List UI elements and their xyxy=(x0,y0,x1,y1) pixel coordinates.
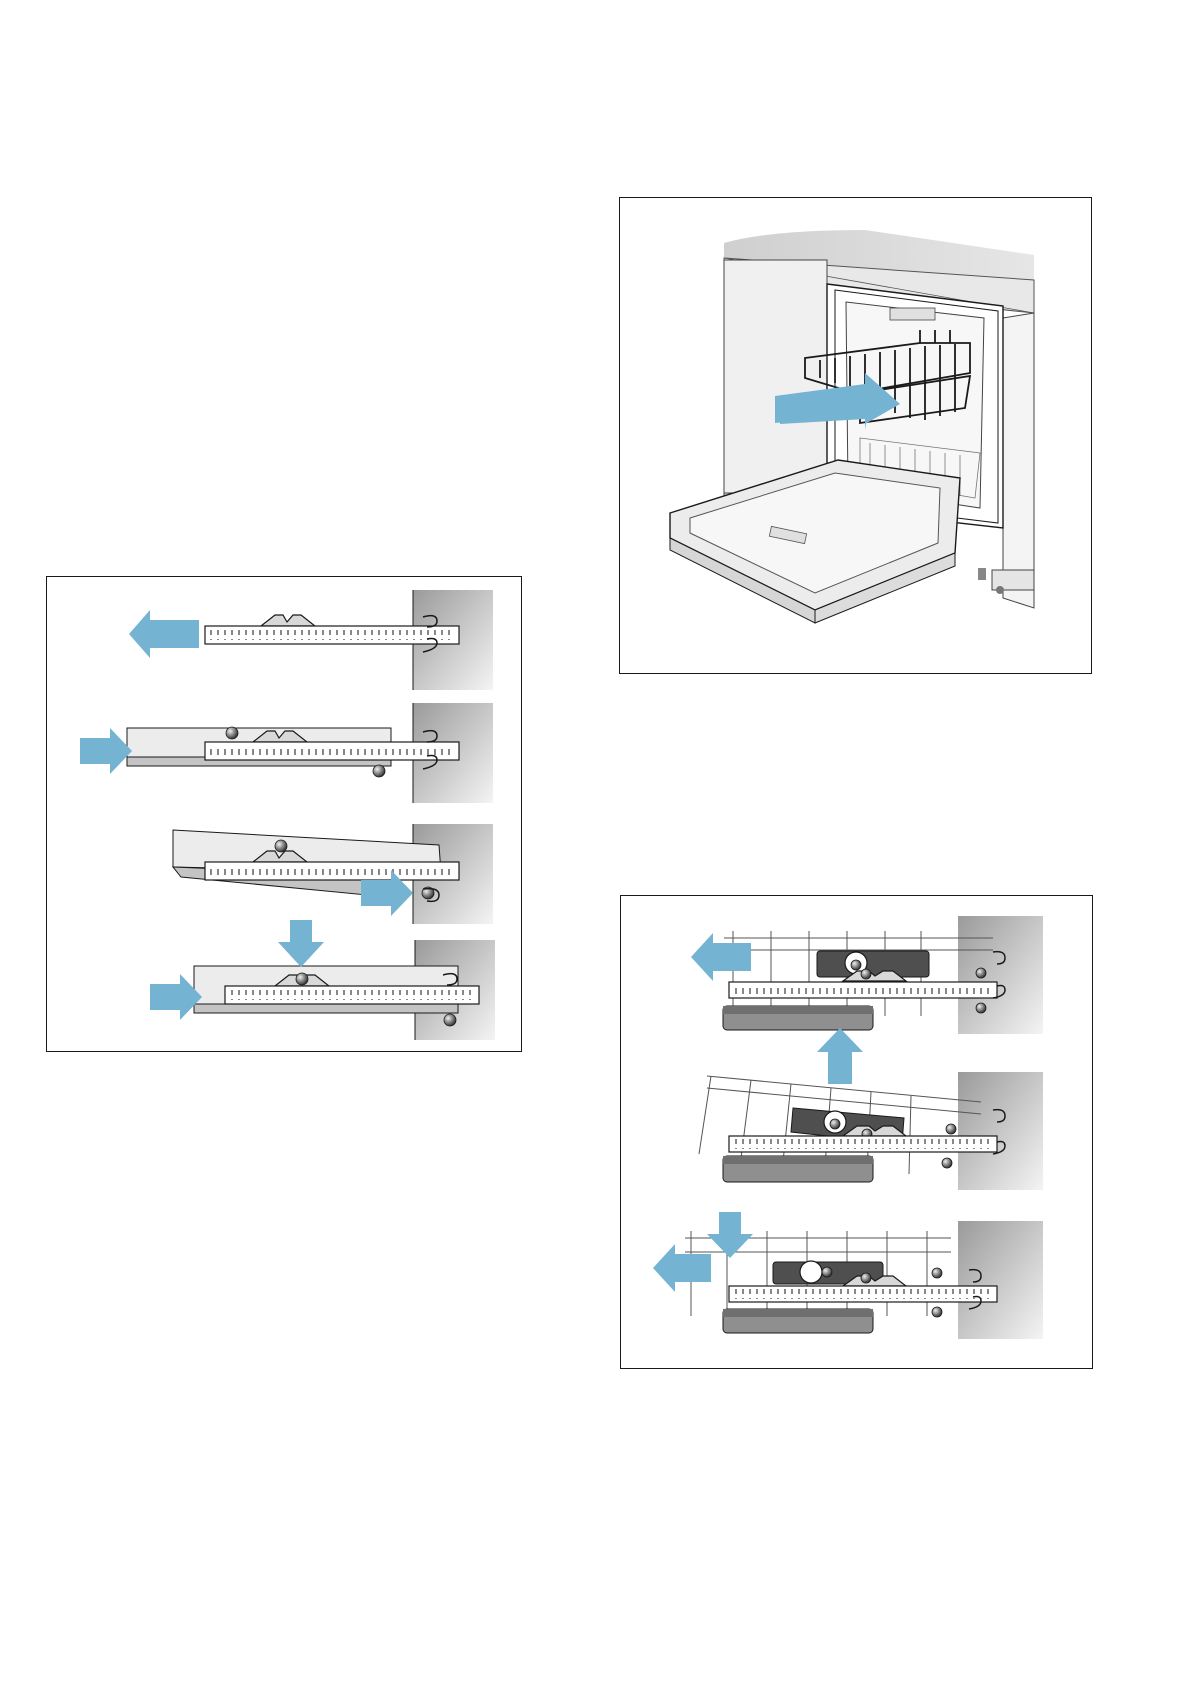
arrow-icon xyxy=(691,933,751,981)
roller-icon xyxy=(932,1268,942,1278)
bracket xyxy=(817,951,929,977)
step-push-down-and-out xyxy=(653,1212,1043,1339)
rail-clip xyxy=(261,615,315,626)
wall-panel xyxy=(958,1072,1043,1190)
basket-adjust-diagram xyxy=(621,896,1094,1370)
step-lock-down xyxy=(150,920,495,1040)
roller-icon xyxy=(373,765,385,777)
step-insert xyxy=(80,703,493,803)
arrow-icon xyxy=(653,1244,711,1292)
rail-steps-diagram xyxy=(47,577,523,1053)
arrow-icon xyxy=(707,1212,753,1258)
arrow-icon xyxy=(817,1028,863,1084)
roller-icon xyxy=(226,727,238,739)
arrow-icon xyxy=(129,610,199,658)
dishwasher-illustration xyxy=(620,198,1093,675)
step-tilt xyxy=(173,824,493,924)
roller-icon xyxy=(822,1267,832,1277)
arrow-icon xyxy=(278,920,324,967)
roller-icon xyxy=(942,1158,952,1168)
roller-icon xyxy=(444,1014,456,1026)
wall-panel xyxy=(958,1221,1043,1339)
roller-icon xyxy=(830,1119,840,1129)
cabinet-right xyxy=(1003,313,1034,608)
roller-icon xyxy=(932,1307,942,1317)
roller-icon xyxy=(976,1003,986,1013)
roller-icon xyxy=(861,1273,871,1283)
arrow-icon xyxy=(80,728,132,774)
step-pull-out xyxy=(129,590,493,690)
roller-icon xyxy=(861,969,871,979)
wall-panel xyxy=(958,916,1043,1034)
figure-basket-adjust xyxy=(620,895,1093,1369)
roller-icon xyxy=(275,840,287,852)
figure-dishwasher xyxy=(619,197,1092,674)
roller-icon xyxy=(296,973,308,985)
roller-icon xyxy=(946,1124,956,1134)
roller-icon xyxy=(976,968,986,978)
step-pull-out xyxy=(691,916,1043,1034)
figure-rail-steps xyxy=(46,576,522,1052)
step-lift xyxy=(699,1028,1043,1190)
roller-icon xyxy=(851,960,861,970)
